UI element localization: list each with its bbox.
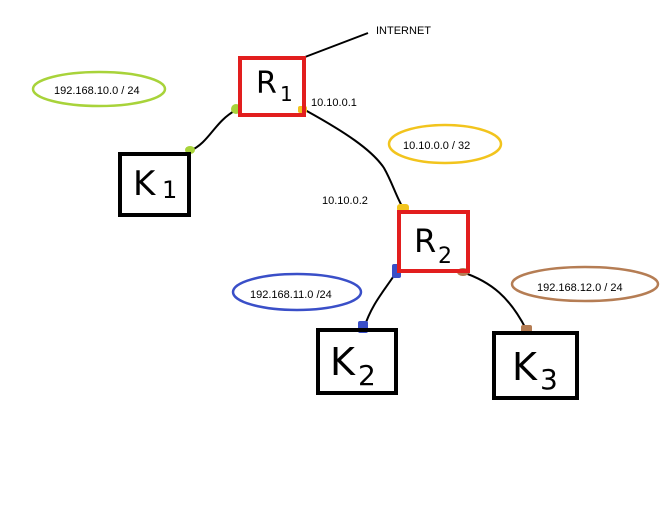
computer-k2: K 2 bbox=[316, 328, 398, 395]
router-r2: R 2 bbox=[397, 210, 470, 273]
network-k2-outline bbox=[231, 272, 363, 312]
link-r2-k2 bbox=[363, 270, 398, 329]
computer-k1-sub: 1 bbox=[162, 176, 177, 204]
internet-label: INTERNET bbox=[376, 25, 431, 37]
link-r2-k3 bbox=[461, 271, 527, 330]
network-k3-label: 192.168.12.0 / 24 bbox=[537, 282, 623, 294]
computer-k3: K 3 bbox=[492, 331, 579, 400]
computer-k3-letter: K bbox=[512, 345, 538, 389]
network-k1-outline bbox=[31, 70, 167, 108]
r1-wan-ip-label: 10.10.0.1 bbox=[311, 97, 357, 109]
network-k3-outline bbox=[510, 265, 660, 303]
router-r1: R 1 bbox=[238, 56, 306, 117]
computer-k1-letter: K bbox=[133, 164, 157, 204]
computer-k2-sub: 2 bbox=[358, 359, 376, 392]
computer-k2-letter: K bbox=[330, 340, 356, 384]
computer-k3-sub: 3 bbox=[540, 363, 558, 396]
internet-link bbox=[304, 32, 369, 58]
network-r1-r2-outline bbox=[387, 123, 503, 165]
router-r2-letter: R bbox=[414, 222, 436, 260]
router-r2-sub: 2 bbox=[438, 244, 452, 269]
link-r1-r2 bbox=[304, 109, 404, 209]
network-k2-label: 192.168.11.0 /24 bbox=[250, 289, 332, 301]
network-r1-r2-label: 10.10.0.0 / 32 bbox=[403, 140, 470, 152]
link-r1-k1 bbox=[189, 109, 237, 152]
router-r1-letter: R bbox=[256, 66, 277, 101]
network-k1-label: 192.168.10.0 / 24 bbox=[54, 85, 140, 97]
r2-wan-ip-label: 10.10.0.2 bbox=[322, 195, 368, 207]
router-r1-sub: 1 bbox=[280, 82, 293, 106]
computer-k1: K 1 bbox=[118, 152, 191, 217]
